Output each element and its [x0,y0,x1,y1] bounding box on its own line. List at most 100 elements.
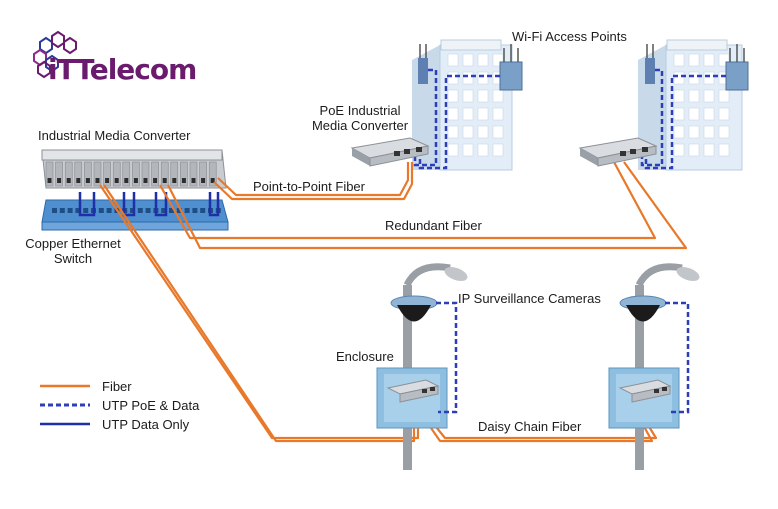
building-window [718,89,730,103]
switch-port [137,208,143,213]
rack-slots [45,161,217,187]
rack-slot-port [124,178,129,183]
switch-port [161,208,167,213]
building-window [703,125,715,139]
label-redundant-fiber: Redundant Fiber [385,218,482,233]
building-window [718,107,730,121]
poe-media-converter-right [578,137,658,167]
ip-camera-left [390,295,438,322]
building-window [673,89,685,103]
building-windows [447,53,730,157]
label-poe-converter: PoE Industrial Media Converter [300,103,420,133]
label-point-to-point-fiber: Point-to-Point Fiber [253,179,365,194]
building-window [703,71,715,85]
rack-slot-port [66,178,71,183]
switch-port [67,208,73,213]
rack-slot [132,161,140,187]
building-window [718,125,730,139]
rack-slot-port [143,178,148,183]
rack-slot-port [210,178,215,183]
rack-slot-port [57,178,62,183]
point-to-point-fiber [217,162,410,197]
building-window [688,53,700,67]
rack-slot [170,161,179,187]
rack-slot [103,161,111,187]
rack-slot-port [162,178,167,183]
legend-label-fiber: Fiber [102,379,132,394]
rack-slot-port [85,178,90,183]
switch-port [145,208,151,213]
building-window [447,143,459,157]
rack-slot-port [191,178,196,183]
wifi-access-point-left-2 [499,44,523,91]
building-window [462,53,474,67]
rack-slot [112,161,121,187]
switch-port [83,208,89,213]
switch-port [106,208,112,213]
label-ip-cameras: IP Surveillance Cameras [458,291,601,306]
label-copper-switch-line2: Switch [53,251,93,266]
building-window [477,71,489,85]
switch-port [59,208,65,213]
building-window [703,89,715,103]
switch-port [200,208,206,213]
building-window [462,107,474,121]
rack-slot [151,161,159,187]
rack-slot-port [105,178,110,183]
building-window [673,71,685,85]
switch-port [98,208,104,213]
legend-swatches [40,384,90,426]
building-window [688,143,700,157]
switch-port [176,208,182,213]
ip-camera-right [619,295,667,322]
rack-slot-port [114,178,119,183]
switch-port [130,208,135,213]
rack-slot-port [172,178,177,183]
wifi-access-point-left-1 [418,44,428,84]
label-poe-converter-line1: PoE Industrial [319,103,401,118]
building-window [477,53,489,67]
camera-pole-right [635,263,700,470]
building-window [462,89,474,103]
camera-utp-poe-cables [436,301,690,414]
building-window [477,107,489,121]
building-window [462,71,474,85]
building-window [477,89,489,103]
building-window [447,89,459,103]
utp-poe-building-cables [413,68,726,170]
building-window [492,89,504,103]
label-copper-switch: Copper Ethernet Switch [18,236,128,266]
fiber-cables [99,161,688,443]
rack-slot [199,161,207,187]
rack-slot [122,161,131,187]
rack-slot [189,161,198,187]
label-poe-converter-line2: Media Converter [311,118,409,133]
label-industrial-media-converter: Industrial Media Converter [38,128,191,143]
switch-port [192,208,198,213]
rack-slot [160,161,169,187]
legend-label-utp-poe: UTP PoE & Data [102,398,200,413]
building-window [477,143,489,157]
building-window [688,71,700,85]
switch-port [52,208,57,213]
rack-slot-port [133,178,138,183]
utp-data-cables [78,192,220,217]
wifi-access-point-right-2 [725,44,749,91]
building-window [673,125,685,139]
rack-slot-port [153,178,158,183]
label-daisy-chain-fiber: Daisy Chain Fiber [478,419,582,434]
logo-text: iTTelecom [48,53,197,86]
wifi-access-point-right-1 [645,44,655,84]
rack-slot-port [201,178,206,183]
rack-slot [74,161,83,187]
building-window [673,143,685,157]
building-window [492,53,504,67]
building-window [673,53,685,67]
building-window [718,143,730,157]
rack-slot [64,161,73,187]
building-window [477,125,489,139]
building-window [447,125,459,139]
switch-port [169,208,174,213]
switch-port [184,208,190,213]
building-window [703,107,715,121]
